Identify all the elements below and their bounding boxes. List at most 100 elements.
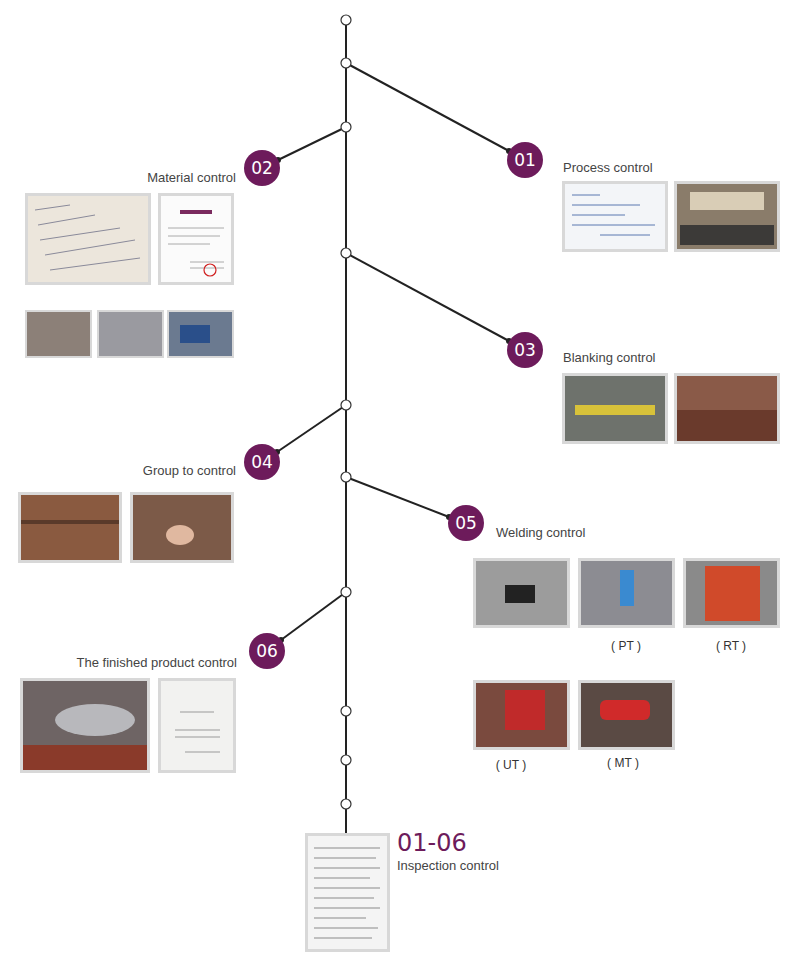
circle-fill — [507, 332, 543, 368]
branch-line — [277, 405, 346, 452]
trunk-dot — [341, 472, 351, 482]
photo — [21, 520, 119, 524]
circle-fill — [244, 444, 280, 480]
photo — [680, 225, 774, 245]
branch-line — [346, 253, 509, 341]
photo — [25, 193, 151, 285]
trunk-dot — [341, 400, 351, 410]
photo — [473, 558, 570, 628]
test-caption: ( PT ) — [611, 639, 641, 653]
step-heading: Welding control — [496, 525, 585, 541]
photo — [575, 405, 655, 415]
photo — [308, 836, 387, 949]
photo — [305, 833, 390, 952]
trunk-dot — [341, 15, 351, 809]
step-number: 02 — [244, 150, 280, 186]
photo — [686, 561, 777, 625]
trunk-dot — [341, 122, 351, 132]
photo — [690, 192, 764, 210]
photo — [578, 680, 675, 750]
number-circle: 02Material control — [244, 150, 280, 186]
test-caption: ( RT ) — [716, 639, 746, 653]
photo — [161, 196, 231, 282]
step-heading: Group to control — [143, 463, 236, 479]
photo — [674, 373, 780, 444]
photo — [565, 376, 665, 441]
circle-fill — [448, 505, 484, 541]
photo — [677, 184, 777, 249]
photo — [175, 712, 220, 752]
number-circle: 01Process control — [507, 142, 543, 178]
photo — [130, 492, 234, 563]
trunk-dot — [341, 58, 351, 68]
branch-line — [346, 63, 509, 151]
test-caption: ( MT ) — [607, 756, 639, 770]
photo — [18, 492, 122, 563]
step-heading: Process control — [563, 160, 653, 176]
photo — [505, 585, 535, 603]
photo — [562, 373, 668, 444]
step-heading: The finished product control — [77, 655, 237, 671]
step-heading: Inspection control — [397, 858, 499, 874]
photo — [476, 683, 567, 747]
photo — [20, 678, 150, 773]
photo — [578, 558, 675, 628]
trunk-dot — [341, 248, 351, 258]
photo — [167, 310, 234, 358]
branch-line — [346, 477, 449, 517]
number-circle: 06The finished product control — [249, 633, 285, 669]
photo — [314, 848, 380, 938]
branch-line — [281, 592, 346, 640]
step-number: 06 — [249, 633, 285, 669]
photo — [683, 558, 780, 628]
range-number: 01-06 — [397, 829, 467, 858]
photo — [180, 210, 212, 214]
photo — [18, 181, 780, 952]
photo — [620, 570, 634, 606]
number-circle: 05Welding control — [448, 505, 484, 541]
step-heading: Material control — [147, 170, 236, 186]
photo — [473, 680, 570, 750]
photo — [677, 376, 777, 441]
photo — [97, 310, 164, 358]
photo — [21, 495, 119, 560]
photo — [166, 525, 194, 545]
branch-line — [277, 63, 509, 640]
photo — [25, 310, 92, 358]
number-circle: 04Group to control — [244, 444, 280, 480]
photo — [600, 700, 650, 720]
photo — [35, 205, 140, 270]
photo — [55, 704, 135, 736]
photo — [133, 495, 231, 560]
trunk-dot — [341, 706, 351, 716]
number-circle: 03Blanking control — [507, 332, 543, 368]
photo — [705, 566, 760, 621]
photo — [180, 325, 210, 343]
photo — [99, 312, 162, 356]
circle-fill — [507, 142, 543, 178]
trunk-dot — [341, 799, 351, 809]
photo — [169, 312, 232, 356]
photo — [565, 184, 665, 249]
photo — [158, 678, 236, 773]
photo — [674, 181, 780, 252]
step-heading: Blanking control — [563, 350, 656, 366]
photo — [581, 561, 672, 625]
step-number: 04 — [244, 444, 280, 480]
trunk-dot — [341, 755, 351, 765]
photo — [28, 196, 148, 282]
photo — [204, 264, 216, 276]
photo — [677, 410, 777, 441]
branch-line — [278, 127, 346, 160]
circle-fill — [244, 150, 280, 186]
photo — [505, 690, 545, 730]
trunk-dot — [341, 15, 351, 25]
photo — [476, 561, 567, 625]
step-number: 03 — [507, 332, 543, 368]
photo — [23, 681, 147, 770]
trunk-dot — [341, 587, 351, 597]
photo — [161, 681, 233, 770]
photo — [158, 193, 234, 285]
